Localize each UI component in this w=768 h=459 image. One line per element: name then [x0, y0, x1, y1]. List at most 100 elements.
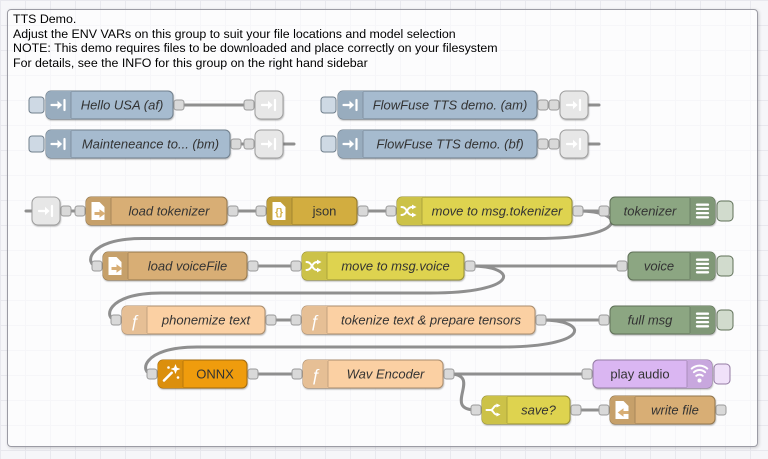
port-out[interactable]: [265, 314, 277, 326]
audio-waves-icon: [690, 364, 709, 383]
port-in[interactable]: [470, 404, 482, 416]
debug-list-icon: [695, 258, 710, 274]
node-label: Hello USA (af): [81, 98, 164, 113]
port-out[interactable]: [464, 260, 476, 272]
debug-toggle-button[interactable]: [716, 200, 734, 222]
node-move-to-msg-voice[interactable]: move to msg.voice: [290, 251, 476, 281]
node-label: move to msg.voice: [341, 259, 449, 274]
port-out[interactable]: [443, 368, 455, 380]
port-in[interactable]: [616, 260, 628, 272]
port-out[interactable]: [572, 205, 584, 217]
node-phonemize-text[interactable]: ƒ phonemize text: [110, 305, 277, 335]
node-label: ONNX: [196, 367, 234, 382]
port-in[interactable]: [290, 260, 302, 272]
node-debug-tokenizer[interactable]: tokenizer: [598, 196, 734, 226]
wire[interactable]: [108, 264, 505, 322]
node-link-out-1[interactable]: [243, 90, 284, 120]
svg-text:ƒ: ƒ: [311, 365, 320, 384]
port-out[interactable]: [173, 99, 185, 111]
node-label: json: [312, 204, 337, 219]
node-onnx[interactable]: ONNX: [146, 359, 259, 389]
port-out[interactable]: [227, 205, 239, 217]
port-in[interactable]: [548, 99, 560, 111]
port-in[interactable]: [581, 368, 593, 380]
port-out[interactable]: [230, 138, 242, 150]
node-load-voicefile[interactable]: load voiceFile: [91, 251, 259, 281]
port-in[interactable]: [291, 368, 303, 380]
node-label: load tokenizer: [129, 204, 211, 219]
node-json-parser[interactable]: {}json: [255, 196, 369, 226]
inject-button[interactable]: [28, 135, 45, 153]
port-in[interactable]: [548, 138, 560, 150]
debug-toggle-button[interactable]: [716, 309, 734, 331]
port-in[interactable]: [598, 314, 610, 326]
node-label: phonemize text: [161, 313, 252, 328]
port-out[interactable]: [247, 368, 259, 380]
node-write-file[interactable]: write file: [598, 395, 727, 425]
inject-button[interactable]: [320, 135, 337, 153]
port-in[interactable]: [598, 205, 610, 217]
node-link-in-1[interactable]: [31, 196, 72, 226]
nodes-layer: Hello USA (af) Mainteneance to... (bm) Flo…: [28, 90, 734, 425]
port-out[interactable]: [537, 138, 549, 150]
icon-box: [170, 360, 183, 388]
group-note: TTS Demo. Adjust the ENV VARs on this gr…: [13, 12, 498, 70]
port-in[interactable]: [110, 314, 122, 326]
node-inject-flowfuse-bf[interactable]: FlowFuse TTS demo. (bf): [320, 129, 549, 159]
port-in[interactable]: [290, 314, 302, 326]
svg-text:ƒ: ƒ: [130, 311, 139, 330]
debug-toggle-button[interactable]: [716, 255, 734, 277]
node-debug-voice[interactable]: voice: [616, 251, 734, 281]
port-in[interactable]: [255, 205, 267, 217]
node-inject-maintenance[interactable]: Mainteneance to... (bm): [28, 129, 242, 159]
node-inject-flowfuse-am[interactable]: FlowFuse TTS demo. (am): [320, 90, 549, 120]
switch-fork-icon: [485, 403, 501, 417]
port-out[interactable]: [357, 205, 369, 217]
inject-button[interactable]: [320, 96, 337, 114]
node-label: write file: [651, 403, 699, 418]
inject-button[interactable]: [28, 96, 45, 114]
node-move-to-msg-tokenizer[interactable]: move to msg.tokenizer: [385, 196, 584, 226]
port-out[interactable]: [537, 99, 549, 111]
port-out[interactable]: [570, 404, 582, 416]
port-in[interactable]: [243, 99, 255, 111]
wire[interactable]: [447, 372, 478, 412]
icon-box: [409, 197, 422, 225]
port-in[interactable]: [74, 205, 86, 217]
debug-list-icon: [695, 203, 710, 219]
node-button[interactable]: [713, 363, 731, 385]
link-arrow-icon: [565, 137, 582, 151]
node-link-out-4[interactable]: [548, 129, 589, 159]
icon-box: [494, 396, 507, 424]
shuffle-icon: [305, 259, 322, 273]
port-out[interactable]: [247, 260, 259, 272]
shuffle-icon: [400, 204, 417, 218]
port-in[interactable]: [91, 260, 103, 272]
node-link-out-2[interactable]: [243, 129, 284, 159]
port-out[interactable]: [715, 404, 727, 416]
port-out[interactable]: [535, 314, 547, 326]
node-save-switch[interactable]: save?: [470, 395, 582, 425]
node-label: full msg: [628, 313, 674, 328]
port-out[interactable]: [60, 205, 72, 217]
node-play-audio[interactable]: play audio: [581, 359, 731, 389]
node-load-tokenizer[interactable]: load tokenizer: [74, 196, 239, 226]
node-label: FlowFuse TTS demo. (bf): [376, 137, 523, 152]
node-link-out-3[interactable]: [548, 90, 589, 120]
wire[interactable]: [144, 318, 576, 376]
icon-box: [690, 306, 703, 334]
magic-wand-icon: [162, 364, 181, 382]
debug-list-icon: [695, 312, 710, 328]
port-in[interactable]: [385, 205, 397, 217]
port-in[interactable]: [146, 368, 158, 380]
node-debug-full-msg[interactable]: full msg: [598, 305, 734, 335]
port-in[interactable]: [243, 138, 255, 150]
link-arrow-icon: [37, 204, 54, 218]
node-inject-hello-usa[interactable]: Hello USA (af): [28, 90, 185, 120]
port-in[interactable]: [598, 404, 610, 416]
icon-box: [690, 252, 703, 280]
